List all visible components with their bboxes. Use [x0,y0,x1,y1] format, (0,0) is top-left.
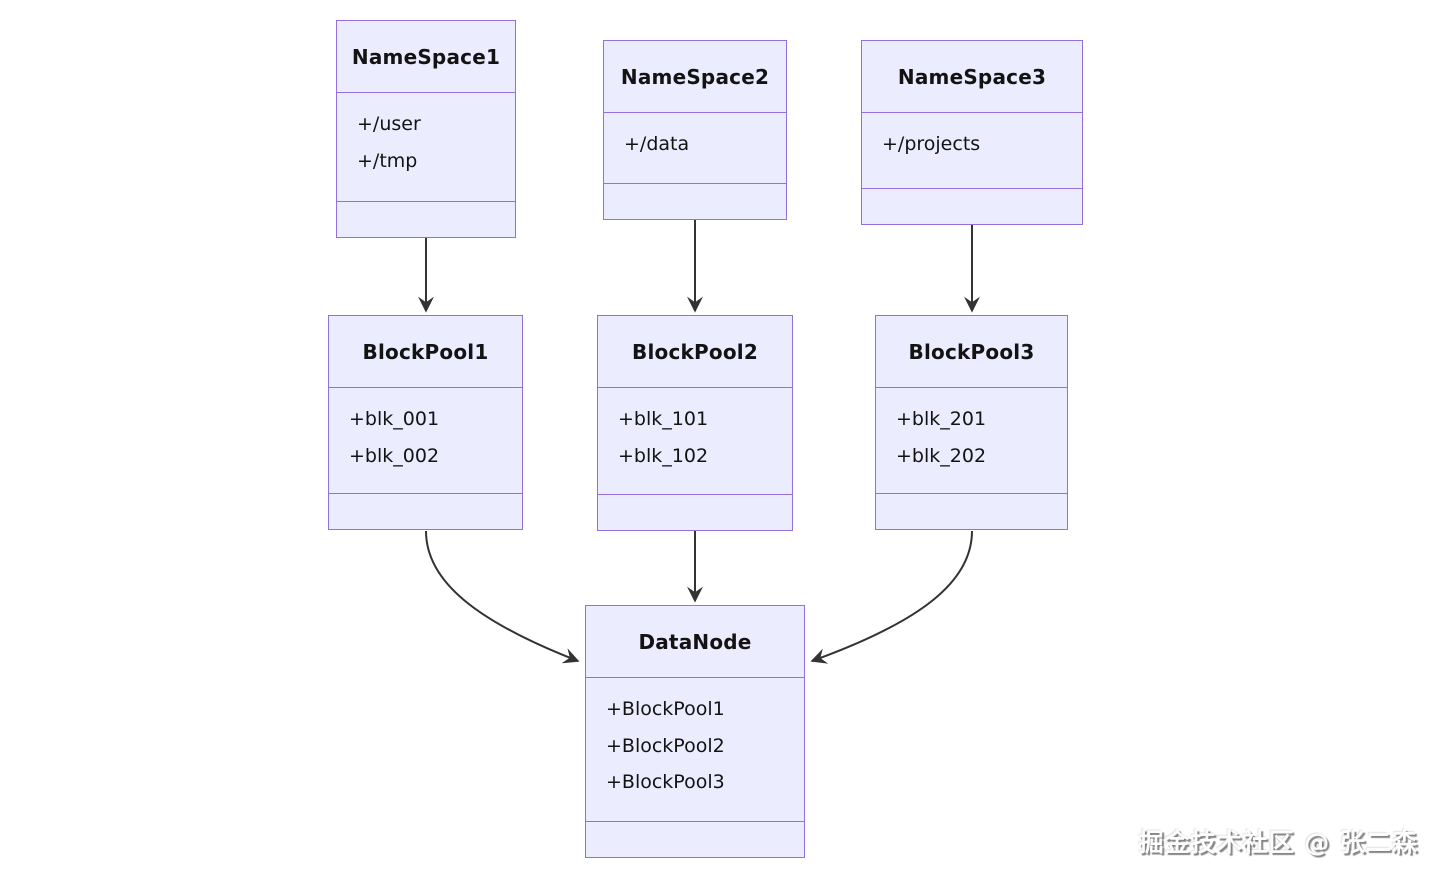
node-methods-compartment [604,183,786,219]
attribute-line: +blk_001 [349,408,440,430]
attribute-line: +BlockPool3 [606,771,725,793]
attribute-line: +/tmp [357,149,418,172]
class-node-blockpool3: BlockPool3 +blk_201 +blk_202 [875,315,1068,530]
node-methods-compartment [598,494,792,530]
node-methods-compartment [586,821,804,857]
attribute-line: +blk_002 [349,444,440,467]
node-methods-compartment [862,188,1082,224]
attribute-line: +blk_201 [896,408,987,430]
node-attributes: +/user +/tmp [337,93,515,201]
node-title: BlockPool3 [876,316,1067,388]
watermark-text: 掘金技术社区 @ 张二森 [1138,828,1418,857]
node-title: NameSpace1 [337,21,515,93]
node-title: BlockPool2 [598,316,792,388]
attribute-line: +blk_101 [618,408,709,430]
node-attributes: +BlockPool1 +BlockPool2 +BlockPool3 [586,678,804,821]
attribute-line: +blk_102 [618,444,709,467]
node-methods-compartment [337,201,515,237]
class-node-datanode: DataNode +BlockPool1 +BlockPool2 +BlockP… [585,605,805,858]
node-attributes: +blk_201 +blk_202 [876,388,1067,493]
arrow-blockpool1-datanode [425,530,580,664]
attribute-line: +BlockPool2 [606,734,725,757]
node-title: DataNode [586,606,804,678]
node-attributes: +blk_001 +blk_002 [329,388,522,493]
class-node-blockpool1: BlockPool1 +blk_001 +blk_002 [328,315,523,530]
node-methods-compartment [329,493,522,529]
node-title: BlockPool1 [329,316,522,388]
attribute-line: +/data [624,133,690,155]
class-node-namespace2: NameSpace2 +/data [603,40,787,220]
class-node-namespace3: NameSpace3 +/projects [861,40,1083,225]
node-attributes: +blk_101 +blk_102 [598,388,792,494]
node-title: NameSpace2 [604,41,786,113]
arrow-blockpool3-datanode [810,530,973,664]
node-attributes: +/data [604,113,786,183]
attribute-line: +/user [357,113,421,135]
attribute-line: +blk_202 [896,444,987,467]
node-title: NameSpace3 [862,41,1082,113]
node-methods-compartment [876,493,1067,529]
node-attributes: +/projects [862,113,1082,188]
class-node-blockpool2: BlockPool2 +blk_101 +blk_102 [597,315,793,531]
attribute-line: +/projects [882,133,981,155]
attribute-line: +BlockPool1 [606,698,725,720]
class-node-namespace1: NameSpace1 +/user +/tmp [336,20,516,238]
